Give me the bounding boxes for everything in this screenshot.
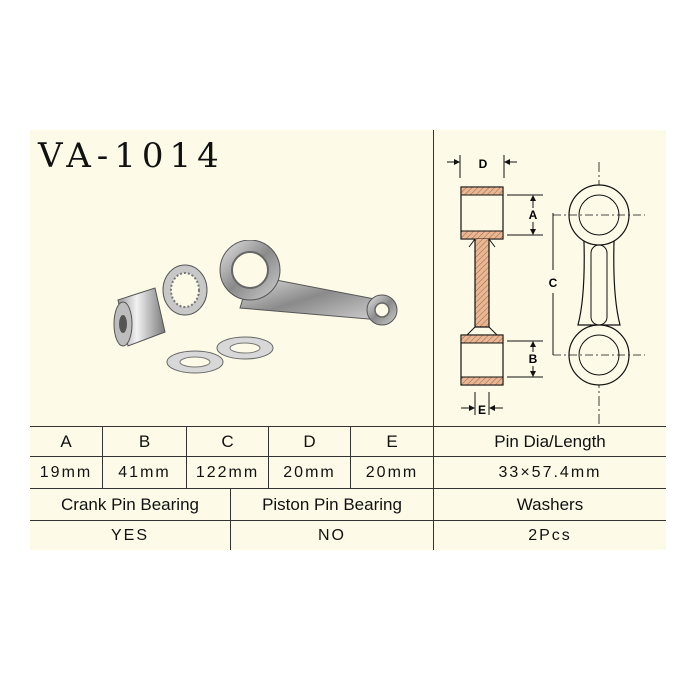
crank-pin-photo	[113, 287, 166, 347]
dimension-label-a: A	[529, 208, 538, 222]
spec-value-pin: 33×57.4mm	[498, 463, 602, 481]
spec-header-b: B	[138, 431, 151, 451]
spec-header-c: C	[221, 431, 234, 451]
spec-sheet: VA-1014	[30, 130, 666, 550]
spec-header-e: E	[386, 431, 398, 451]
dimension-label-e: E	[478, 403, 486, 417]
product-photo	[113, 240, 398, 374]
rod-side-view	[460, 186, 504, 386]
washer-photo	[216, 336, 274, 360]
needle-bearing-photo	[162, 264, 208, 316]
model-title: VA-1014	[38, 136, 225, 176]
spec-header-pin: Pin Dia/Length	[494, 431, 606, 451]
spec-value-e: 20mm	[365, 463, 419, 481]
rod-front-view	[553, 162, 645, 425]
parts-value-crank-pin-bearing: YES	[110, 526, 149, 544]
dimension-label-c: C	[549, 276, 558, 290]
dimension-label-d: D	[479, 157, 488, 171]
parts-value-washers: 2Pcs	[528, 526, 572, 544]
parts-header-crank-pin-bearing: Crank Pin Bearing	[61, 494, 199, 514]
spec-value-c: 122mm	[195, 463, 260, 481]
washer-photo	[166, 350, 224, 374]
parts-header-washers: Washers	[516, 494, 584, 514]
dimension-label-b: B	[529, 352, 538, 366]
spec-header-d: D	[303, 431, 316, 451]
spec-header-a: A	[60, 431, 72, 451]
spec-value-b: 41mm	[118, 463, 171, 481]
spec-value-d: 20mm	[283, 463, 336, 481]
parts-value-piston-pin-bearing: NO	[318, 526, 346, 544]
spec-value-a: 19mm	[39, 463, 93, 481]
dimension-diagram: D A C B E	[447, 155, 645, 425]
connecting-rod-photo	[219, 240, 398, 326]
parts-header-piston-pin-bearing: Piston Pin Bearing	[262, 494, 402, 514]
